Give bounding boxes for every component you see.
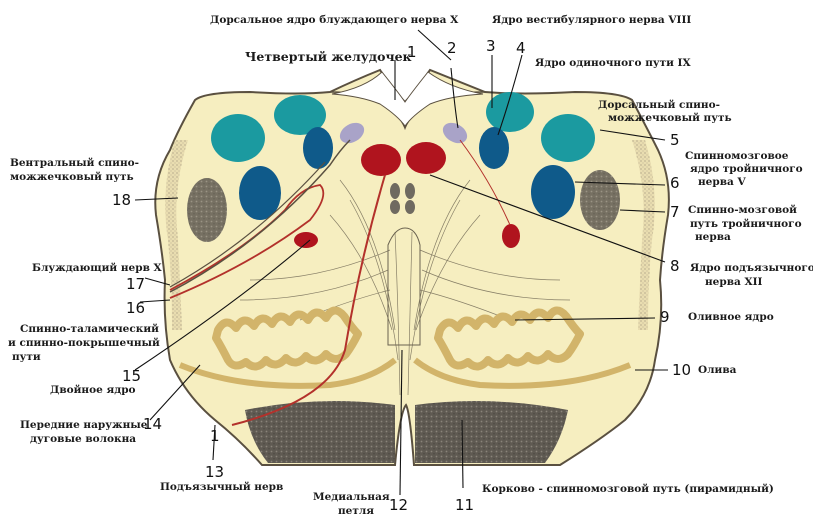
label-olive: Олива (698, 364, 736, 377)
ambiguus-nucleus-left (294, 232, 318, 248)
label-trigeminal-tract-1: Спинно-мозговой (688, 204, 797, 217)
number-17: 17 (126, 276, 145, 292)
number-5: 5 (670, 132, 680, 148)
number-13: 13 (205, 464, 224, 480)
number-10: 10 (672, 362, 691, 378)
number-4: 4 (516, 40, 526, 56)
label-vestibular-nucleus: Ядро вестибулярного нерва VIII (492, 14, 691, 27)
number-2: 2 (447, 40, 457, 56)
hypoglossal-nucleus-left (361, 144, 401, 176)
label-dorsal-spinocerebellar-1: Дорсальный спино- (598, 99, 720, 112)
label-ventral-spinocerebellar-2: можжечковый путь (10, 171, 134, 184)
label-dorsal-spinocerebellar-2: можжечковый путь (608, 112, 732, 125)
number-8: 8 (670, 258, 680, 274)
label-external-arcuate-1: Передние наружные (20, 419, 147, 432)
number-1: 1 (407, 44, 417, 60)
number-1-lower: 1 (210, 428, 220, 444)
number-11: 11 (455, 497, 474, 513)
label-medial-lemniscus-2: петля (338, 505, 374, 518)
label-corticospinal-tract: Корково - спинномозговой путь (пирамидны… (482, 483, 774, 496)
label-spinothalamic-1: Спинно-таламический (20, 323, 159, 336)
label-medial-lemniscus-1: Медиальная (313, 491, 390, 504)
mlf-left-lower (390, 200, 400, 214)
label-trigeminal-nucleus-3: нерва V (698, 176, 746, 189)
trigeminal-nucleus-right (531, 165, 575, 219)
label-hypoglossal-nerve: Подъязычный нерв (160, 481, 283, 494)
mlf-right-upper (405, 183, 415, 199)
label-fourth-ventricle: Четвертый желудочек (245, 50, 412, 63)
pyramid-left (245, 401, 395, 463)
number-16: 16 (126, 300, 145, 316)
label-trigeminal-nucleus-1: Спинномозговое (685, 150, 788, 163)
label-trigeminal-tract-2: путь тройничного (690, 218, 802, 231)
number-6: 6 (670, 175, 680, 191)
mlf-left-upper (390, 183, 400, 199)
label-solitary-nucleus: Ядро одиночного пути IX (535, 57, 691, 70)
number-14: 14 (143, 416, 162, 432)
label-external-arcuate-2: дуговые волокна (30, 433, 136, 446)
number-3: 3 (486, 38, 496, 54)
label-spinothalamic-2: и спинно-покрышечный (8, 337, 160, 350)
label-spinothalamic-3: пути (12, 351, 41, 364)
ambiguus-nucleus-right (502, 224, 520, 248)
number-7: 7 (670, 204, 680, 220)
number-18: 18 (112, 192, 131, 208)
solitary-nucleus-left (303, 127, 333, 169)
vestibular-nucleus-left-lateral (211, 114, 265, 162)
spinal-trigeminal-tract-right (580, 170, 620, 230)
label-dorsal-vagus-nucleus: Дорсальное ядро блуждающего нерва X (210, 14, 458, 27)
number-12: 12 (389, 497, 408, 513)
mlf-right-lower (405, 200, 415, 214)
label-hypoglossal-nucleus-1: Ядро подъязычного (690, 262, 813, 275)
label-hypoglossal-nucleus-2: нерва XII (705, 276, 762, 289)
spinal-trigeminal-tract-left (187, 178, 227, 242)
label-ventral-spinocerebellar-1: Вентральный спино- (10, 157, 139, 170)
number-15: 15 (122, 368, 141, 384)
label-trigeminal-tract-3: нерва (695, 231, 731, 244)
vestibular-nucleus-right-lateral (541, 114, 595, 162)
number-9: 9 (660, 309, 670, 325)
label-trigeminal-nucleus-2: ядро тройничного (690, 163, 803, 176)
label-vagus-nerve: Блуждающий нерв X (32, 262, 162, 275)
label-olivary-nucleus: Оливное ядро (688, 311, 774, 324)
pyramid-right (415, 401, 568, 463)
hypoglossal-nucleus-right (406, 142, 446, 174)
label-ambiguus-nucleus: Двойное ядро (50, 384, 136, 397)
solitary-nucleus-right (479, 127, 509, 169)
